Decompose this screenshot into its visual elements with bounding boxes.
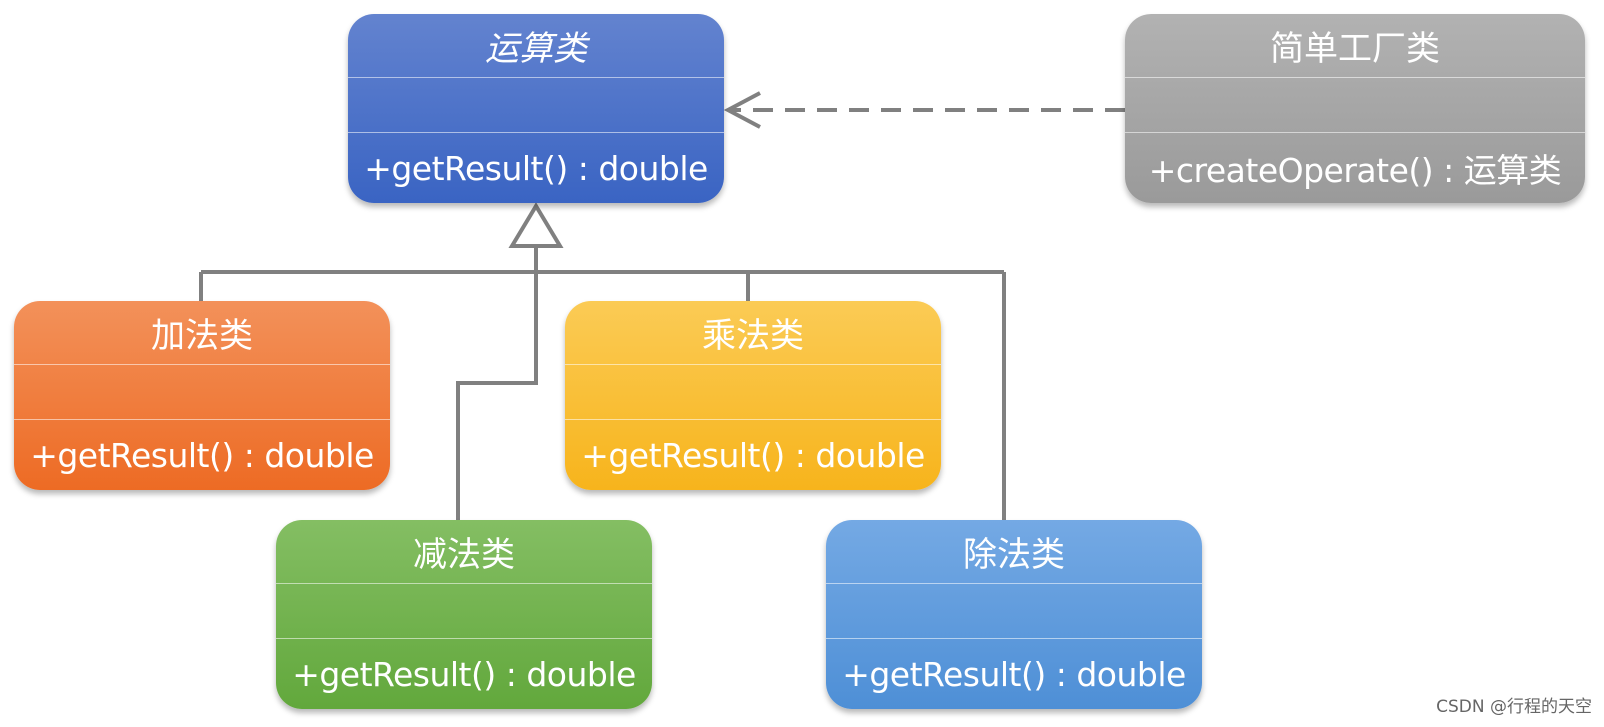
class-operations: +getResult() : double: [292, 654, 636, 694]
watermark: CSDN @行程的天空: [1436, 697, 1592, 717]
class-name: 减法类: [276, 520, 652, 584]
class-name: 乘法类: [565, 301, 941, 365]
class-attributes: [14, 365, 390, 420]
class-factory[interactable]: 简单工厂类 +createOperate() : 运算类: [1125, 14, 1585, 203]
class-add[interactable]: 加法类 +getResult() : double: [14, 301, 390, 490]
class-operations: +getResult() : double: [842, 654, 1186, 694]
dependency-arrowhead: [723, 91, 761, 129]
class-operations: +getResult() : double: [364, 148, 708, 188]
class-mul[interactable]: 乘法类 +getResult() : double: [565, 301, 941, 490]
class-sub[interactable]: 减法类 +getResult() : double: [276, 520, 652, 709]
class-name: 运算类: [348, 14, 724, 78]
class-attributes: [1125, 78, 1585, 133]
class-operations: +getResult() : double: [30, 435, 374, 475]
class-operations: +createOperate() : 运算类: [1148, 151, 1562, 190]
class-attributes: [348, 78, 724, 133]
class-name: 简单工厂类: [1125, 14, 1585, 78]
class-name: 除法类: [826, 520, 1202, 584]
generalization-branch-sub: [456, 272, 538, 520]
class-attributes: [276, 584, 652, 639]
class-name: 加法类: [14, 301, 390, 365]
class-operations: +getResult() : double: [581, 435, 925, 475]
class-operation[interactable]: 运算类 +getResult() : double: [348, 14, 724, 203]
class-attributes: [565, 365, 941, 420]
generalization-arrowhead: [508, 202, 564, 248]
class-div[interactable]: 除法类 +getResult() : double: [826, 520, 1202, 709]
class-attributes: [826, 584, 1202, 639]
